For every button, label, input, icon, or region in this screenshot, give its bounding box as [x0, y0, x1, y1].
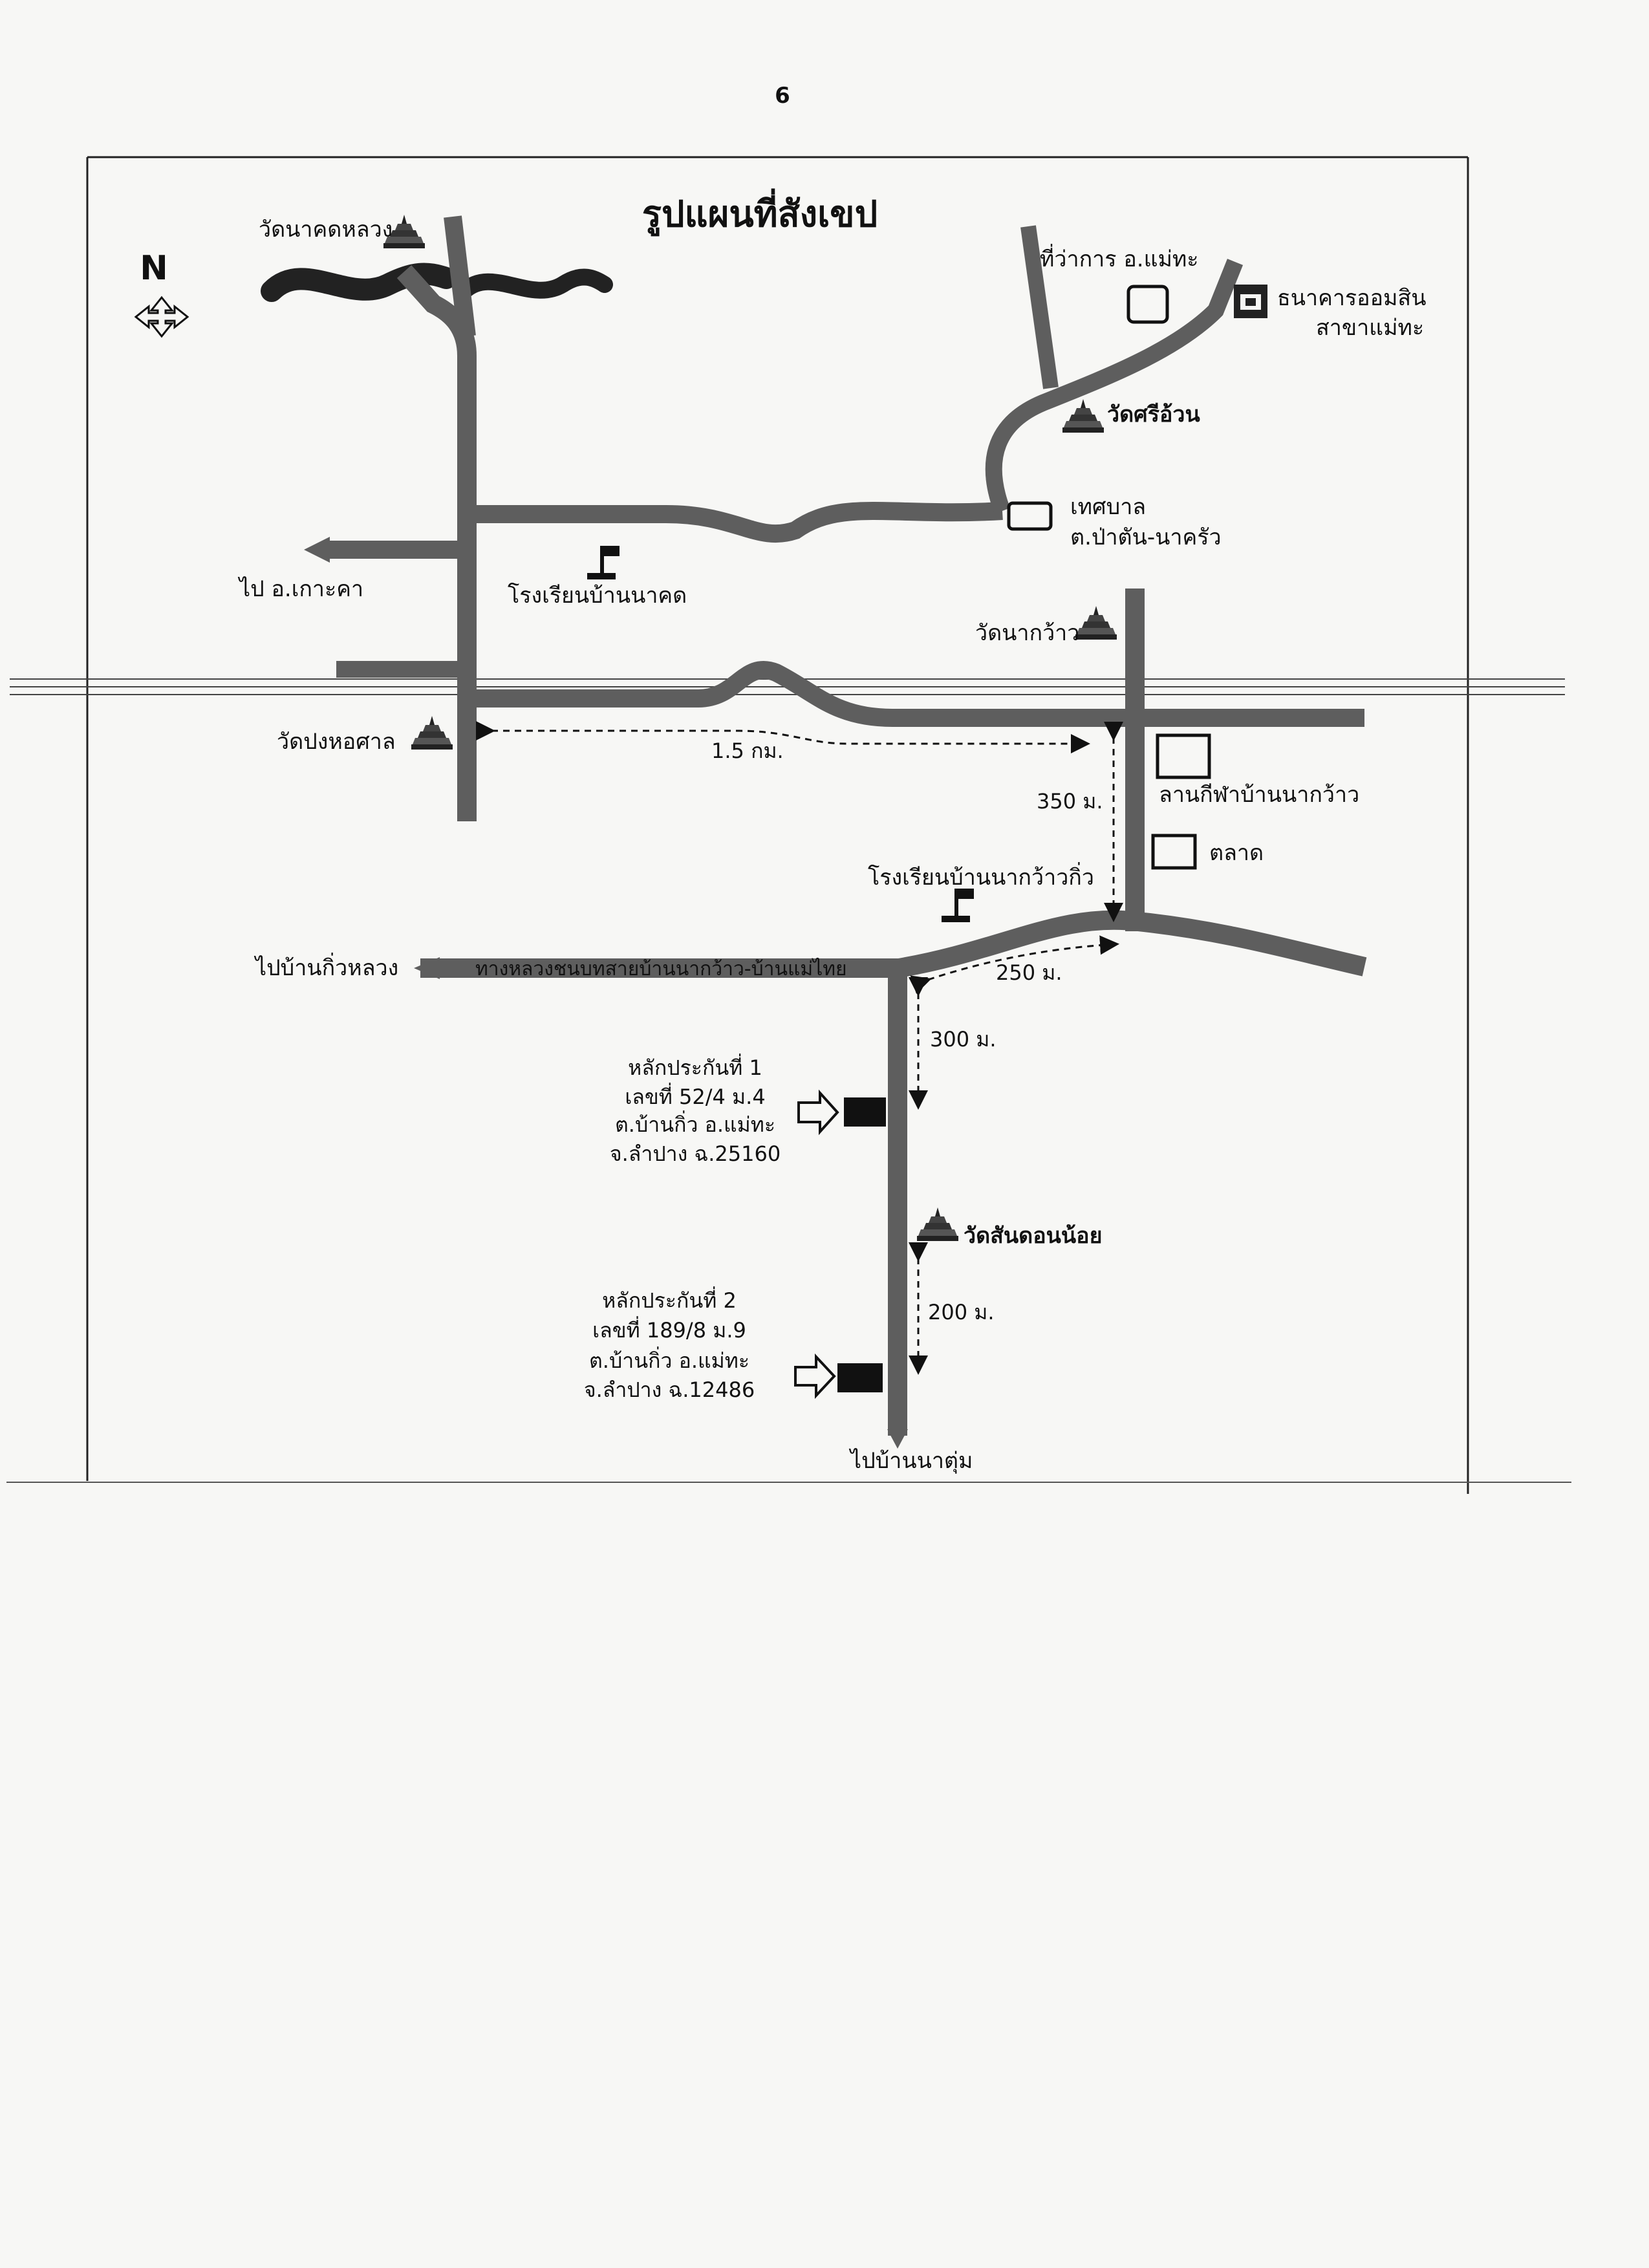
bank-logo-icon [1234, 285, 1267, 318]
temple-icon-pong-hosan [411, 716, 453, 750]
collateral-1-parcel [844, 1097, 886, 1127]
label-wat-si-uan: วัดศรีอ้วน [1107, 402, 1200, 427]
label-distance-300m: 300 ม. [930, 1027, 997, 1052]
label-collateral-2-line3: ต.บ้านกิ่ว อ.แม่ทะ [589, 1346, 749, 1373]
label-municipality-line2: ต.ป่าตัน-นาครัว [1070, 524, 1222, 550]
road-left-branch-up [444, 215, 476, 338]
road-end-arrows [304, 537, 908, 1449]
label-collateral-1-line4: จ.ลำปาง ฉ.25160 [610, 1141, 781, 1166]
label-market: ตลาด [1209, 840, 1264, 866]
label-gsb-bank-line2: สาขาแม่ทะ [1316, 315, 1424, 341]
label-to-ko-kha: ไป อ.เกาะคา [237, 576, 363, 602]
school-icon-nakwao-kio [942, 889, 974, 922]
temple-icon-nakwao [1075, 606, 1117, 640]
label-wat-nakwao: วัดนากว้าว [975, 620, 1079, 646]
label-distance-200m: 200 ม. [928, 1300, 995, 1324]
label-distance-250m: 250 ม. [996, 960, 1062, 985]
label-distance-1-5km: 1.5 กม. [711, 739, 784, 763]
label-gsb-bank-line1: ธนาคารออมสิน [1277, 285, 1426, 311]
buildings [1007, 285, 1211, 870]
map-title: รูปแผนที่สังเขป [642, 188, 878, 237]
label-collateral-1-line2: เลขที่ 52/4 ม.4 [625, 1083, 765, 1109]
collateral-2-arrow-icon [794, 1353, 836, 1399]
label-to-ban-kio-luang: ไปบ้านกิ่วหลวง [253, 953, 398, 981]
road-left-vertical [396, 265, 477, 821]
label-to-ban-na-tum: ไปบ้านนาตุ่ม [848, 1448, 973, 1474]
map-labels: รูปแผนที่สังเขป วัดนาคดหลวง ที่ว่าการ อ.… [237, 188, 1426, 1474]
label-school-nakhot: โรงเรียนบ้านนาคด [508, 583, 687, 609]
compass-icon: N [134, 249, 189, 338]
road-middle-main [467, 660, 1364, 727]
distance-lines [476, 721, 1123, 1375]
temple-icon-san-don-noi [917, 1207, 958, 1241]
road-district-office [1020, 225, 1059, 389]
collateral-markers [794, 1089, 886, 1399]
label-stadium: ลานกีฬาบ้านนากว้าว [1159, 782, 1359, 808]
market-box [1151, 834, 1197, 870]
road-north-east [985, 259, 1244, 514]
stadium-box [1156, 733, 1211, 779]
label-collateral-2-line4: จ.ลำปาง ฉ.12486 [584, 1377, 755, 1402]
label-distance-350m: 350 ม. [1037, 789, 1103, 814]
north-label: N [140, 249, 168, 288]
road-upper [467, 502, 1003, 543]
label-school-nakwao-kio: โรงเรียนบ้านนากว้าวกิ่ว [868, 862, 1094, 891]
municipality-box [1007, 501, 1053, 531]
collateral-2-parcel [837, 1363, 883, 1392]
label-wat-san-don-noi: วัดสันดอนน้อย [964, 1223, 1103, 1249]
label-collateral-2-line1: หลักประกันที่ 2 [602, 1286, 737, 1313]
label-district-office: ที่ว่าการ อ.แม่ทะ [1040, 244, 1199, 272]
label-highway: ทางหลวงชนบทสายบ้านนากว้าว-บ้านแม่ไทย [475, 957, 847, 980]
map-frame [6, 156, 1571, 1494]
collateral-1-arrow-icon [797, 1089, 839, 1136]
label-collateral-1-line1: หลักประกันที่ 1 [628, 1053, 762, 1080]
label-wat-pong-hosan: วัดปงหอศาล [277, 729, 396, 755]
school-icon-nakhot [587, 546, 620, 579]
label-municipality-line1: เทศบาล [1070, 494, 1146, 520]
district-office-box [1126, 285, 1169, 324]
label-collateral-2-line2: เลขที่ 189/8 ม.9 [592, 1316, 746, 1343]
label-collateral-1-line3: ต.บ้านกิ่ว อ.แม่ทะ [615, 1110, 775, 1137]
label-wat-nakhot-luang: วัดนาคดหลวง [259, 217, 393, 243]
page-number: 6 [775, 83, 790, 109]
river [261, 263, 613, 302]
temple-icon-si-uan [1062, 399, 1104, 433]
roads [330, 215, 1367, 1436]
